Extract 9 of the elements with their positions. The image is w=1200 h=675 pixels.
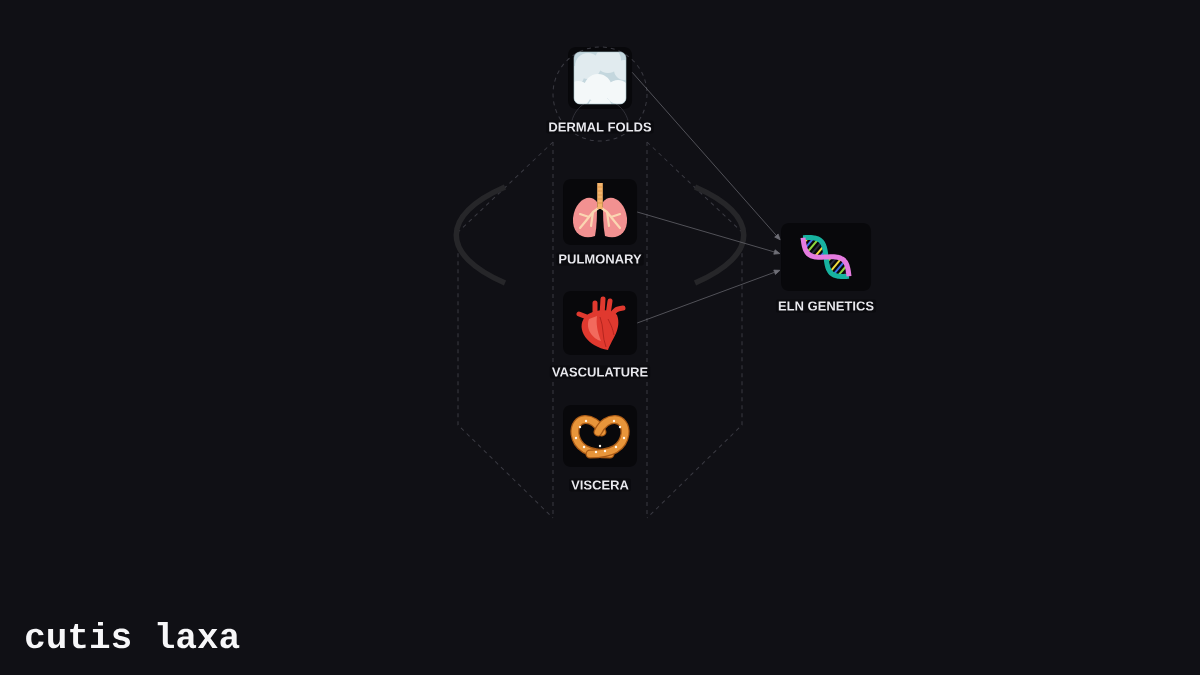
arrow: [636, 211, 781, 255]
arrow: [631, 71, 781, 241]
node-label: VISCERA: [569, 478, 631, 492]
arrow: [636, 269, 781, 324]
title: cutis laxa: [26, 621, 240, 649]
node-label: DERMAL FOLDS: [546, 120, 654, 134]
node-label: PULMONARY: [556, 252, 644, 266]
node-label: ELN GENETICS: [776, 299, 877, 313]
node-label: VASCULATURE: [549, 365, 651, 379]
